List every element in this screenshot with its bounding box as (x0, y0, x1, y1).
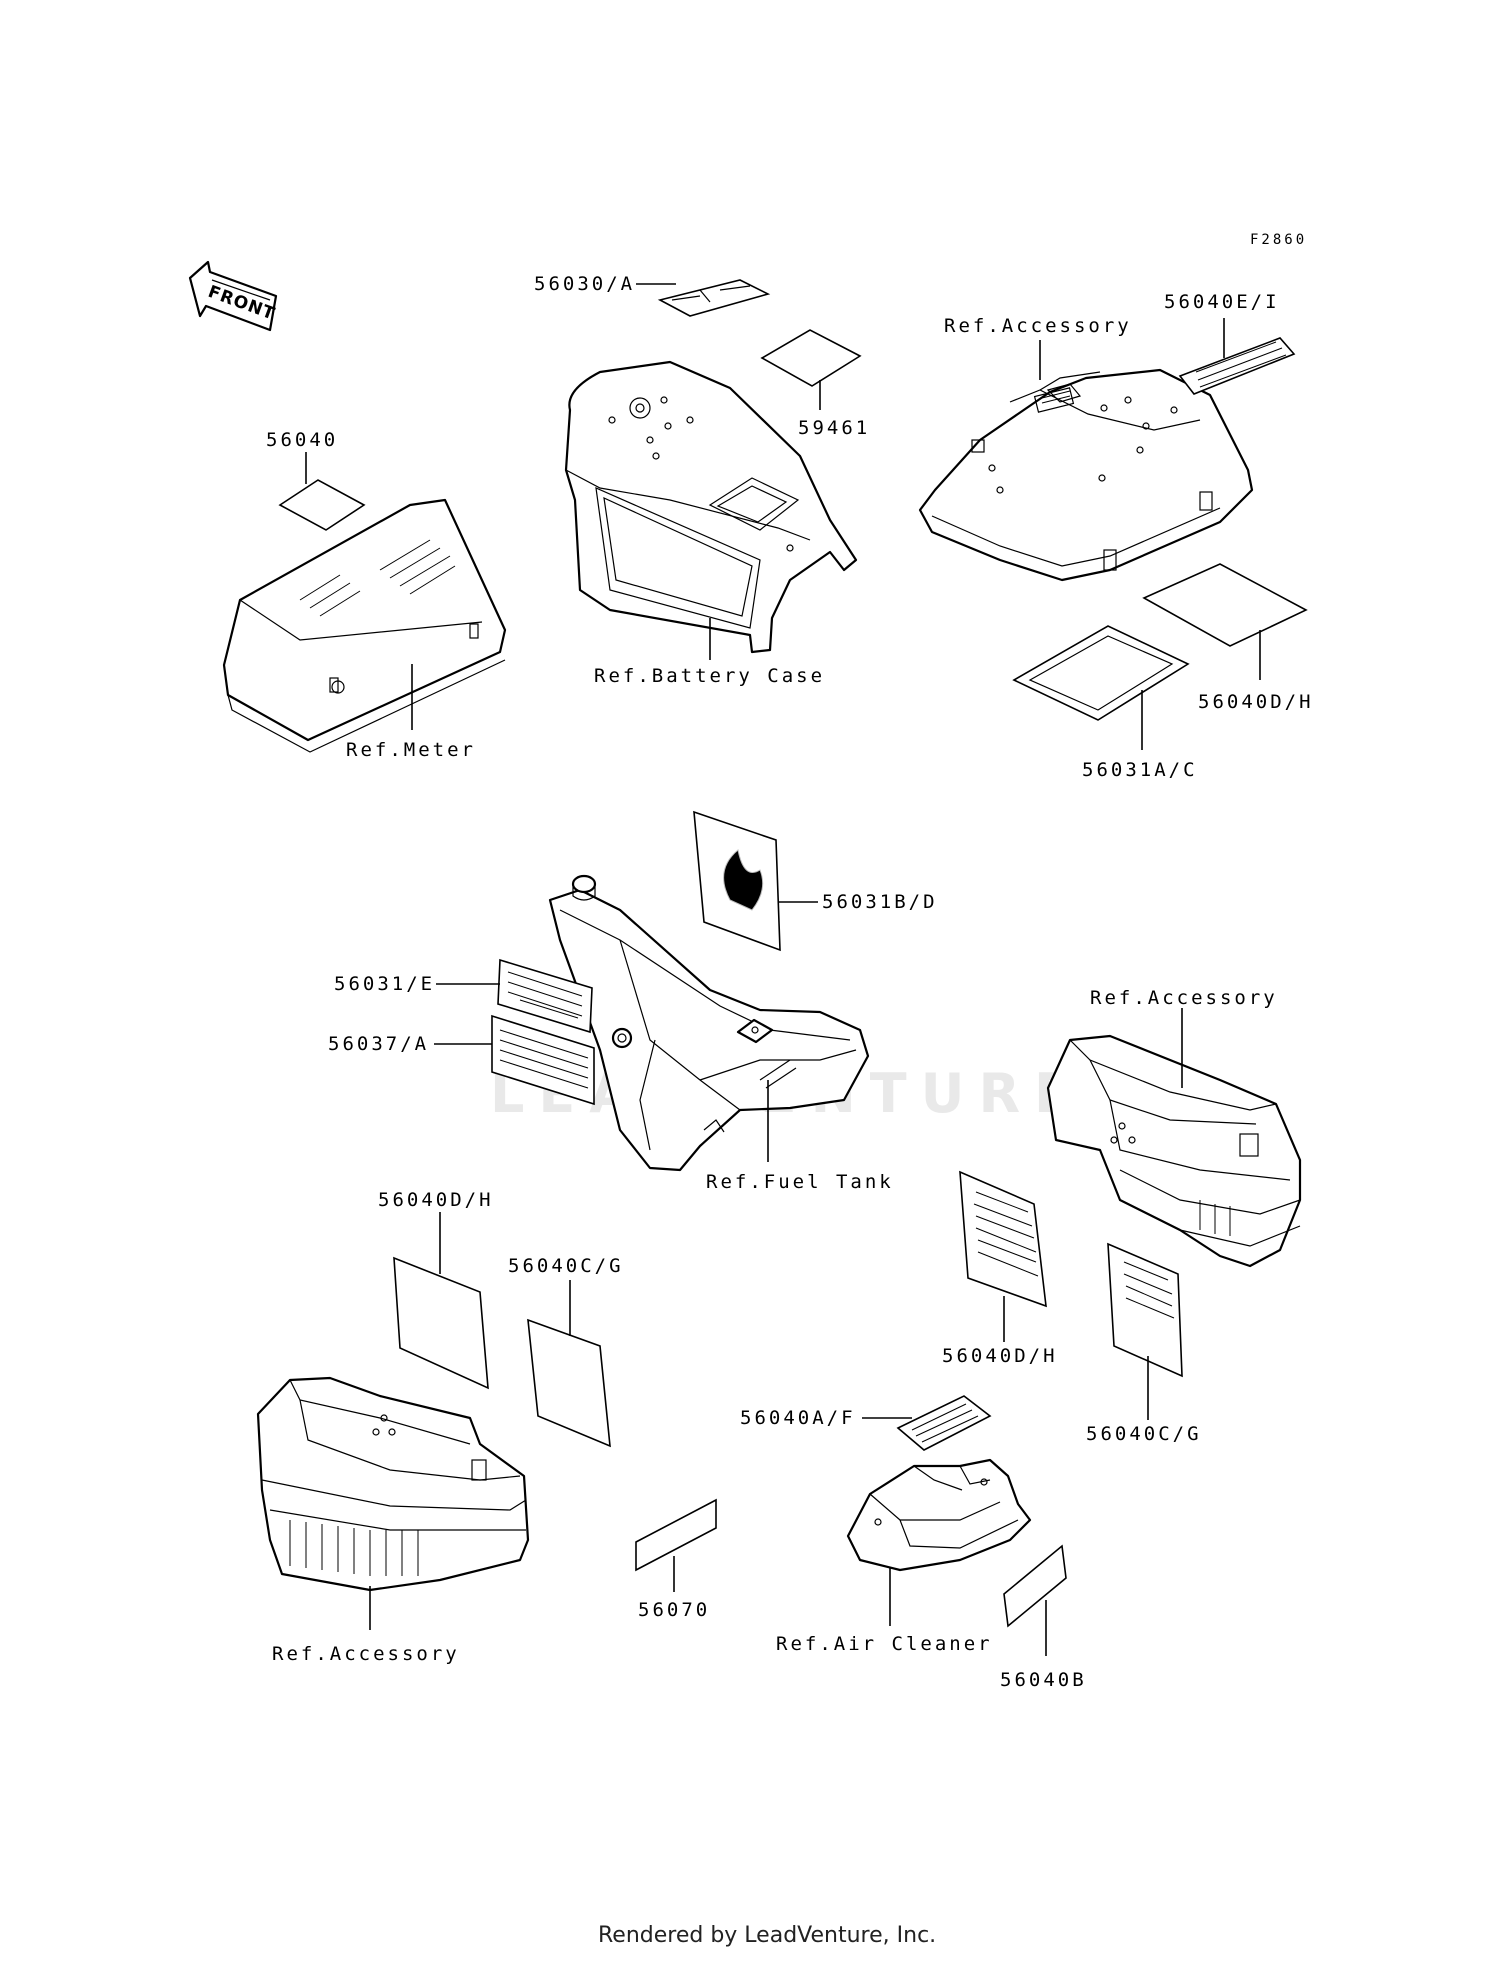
label-56040b: 56040B (1000, 1669, 1087, 1691)
label-56040c-g-right: 56040C/G (1086, 1423, 1202, 1445)
label-ref-fuel-tank: Ref.Fuel Tank (706, 1171, 894, 1193)
meter-part (222, 498, 507, 753)
label-56040c-g-left: 56040C/G (508, 1255, 624, 1277)
label-56040e-i: 56040E/I (1164, 291, 1280, 313)
decal-56040d-h-top (1142, 563, 1308, 647)
decal-56031a-c (1012, 625, 1190, 721)
fuel-tank-part (548, 874, 870, 1172)
battery-case-part (564, 360, 858, 654)
decal-56040b (1003, 1544, 1067, 1628)
footer-credit: Rendered by LeadVenture, Inc. (598, 1923, 936, 1948)
accessory-right-part (1046, 1034, 1302, 1268)
front-arrow-icon: FRONT (188, 260, 278, 332)
decal-56040e-i (1178, 337, 1296, 395)
label-56040d-h-left: 56040D/H (378, 1189, 494, 1211)
label-ref-accessory-right: Ref.Accessory (1090, 987, 1278, 1009)
decal-56040d-h-left (393, 1256, 489, 1390)
label-56040-meter: 56040 (266, 429, 338, 451)
label-ref-air-cleaner: Ref.Air Cleaner (776, 1633, 993, 1655)
label-56040d-h-top: 56040D/H (1198, 691, 1314, 713)
label-ref-meter: Ref.Meter (346, 739, 476, 761)
label-ref-battery-case: Ref.Battery Case (594, 665, 825, 687)
label-56040a-f: 56040A/F (740, 1407, 856, 1429)
decal-56030-a (657, 279, 771, 317)
label-56070: 56070 (638, 1599, 710, 1621)
decal-59461 (760, 329, 862, 387)
label-56030-a: 56030/A (534, 273, 635, 295)
label-56031b-d: 56031B/D (822, 891, 938, 913)
label-56040d-h-right: 56040D/H (942, 1345, 1058, 1367)
decal-56040 (278, 479, 366, 531)
label-56031-e: 56031/E (334, 973, 435, 995)
label-56037-a: 56037/A (328, 1033, 429, 1055)
figure-code: F2860 (1250, 232, 1307, 248)
label-ref-accessory-bottom: Ref.Accessory (272, 1643, 460, 1665)
accessory-bottom-part (256, 1376, 530, 1592)
decal-56040c-g-left (527, 1318, 611, 1448)
decal-56040c-g-right (1107, 1242, 1183, 1378)
decal-56070 (635, 1498, 717, 1572)
label-56031a-c: 56031A/C (1082, 759, 1198, 781)
decal-56031-e (497, 958, 593, 1034)
label-59461: 59461 (798, 417, 870, 439)
air-cleaner-part (846, 1458, 1032, 1572)
accessory-top-part (918, 368, 1254, 582)
label-ref-accessory-top: Ref.Accessory (944, 315, 1132, 337)
